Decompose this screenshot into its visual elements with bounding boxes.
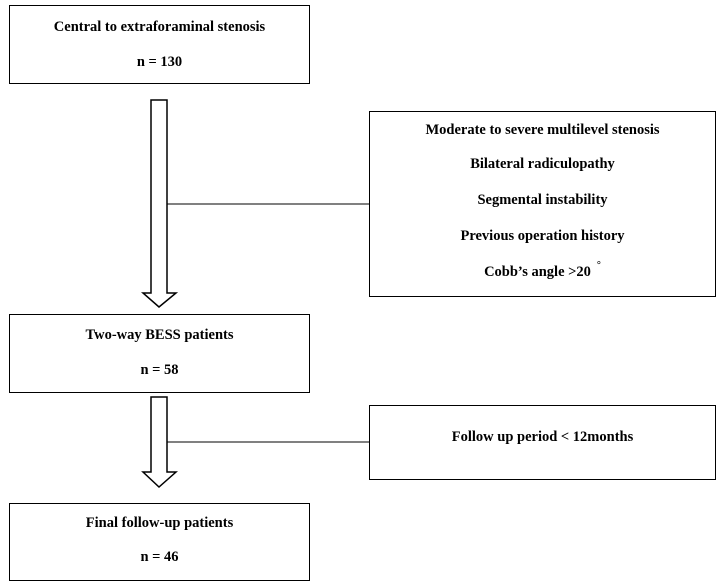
initial-cohort-count: n = 130 xyxy=(136,54,183,70)
final-follow-up-title: Final follow-up patients xyxy=(85,515,234,531)
exclusion-item-previous-operation: Previous operation history xyxy=(460,228,625,244)
initial-cohort-title: Central to extraforaminal stenosis xyxy=(53,19,266,35)
two-way-bess-box: Two-way BESS patients n = 58 xyxy=(9,314,310,393)
follow-up-exclusion-text: Follow up period < 12months xyxy=(451,429,634,445)
exclusion-item-cobb-angle: Cobb’s angle >20 ° xyxy=(370,260,715,281)
initial-cohort-box: Central to extraforaminal stenosis n = 1… xyxy=(9,5,310,84)
final-follow-up-box: Final follow-up patients n = 46 xyxy=(9,503,310,581)
down-arrow-1 xyxy=(141,99,179,308)
down-arrow-2 xyxy=(141,396,178,489)
final-follow-up-count: n = 46 xyxy=(140,549,179,565)
exclusion-item-segmental-instability: Segmental instability xyxy=(477,192,608,208)
exclusion-item-multilevel-stenosis: Moderate to severe multilevel stenosis xyxy=(425,122,660,138)
two-way-bess-count: n = 58 xyxy=(140,362,179,378)
exclusion-item-bilateral-radiculopathy: Bilateral radiculopathy xyxy=(470,156,615,172)
exclusion-criteria-box: Moderate to severe multilevel stenosis B… xyxy=(369,111,716,297)
degree-symbol: ° xyxy=(596,260,601,271)
two-way-bess-title: Two-way BESS patients xyxy=(85,327,234,343)
follow-up-exclusion-box: Follow up period < 12months xyxy=(369,405,716,480)
cobb-angle-text: Cobb’s angle >20 xyxy=(484,264,591,280)
